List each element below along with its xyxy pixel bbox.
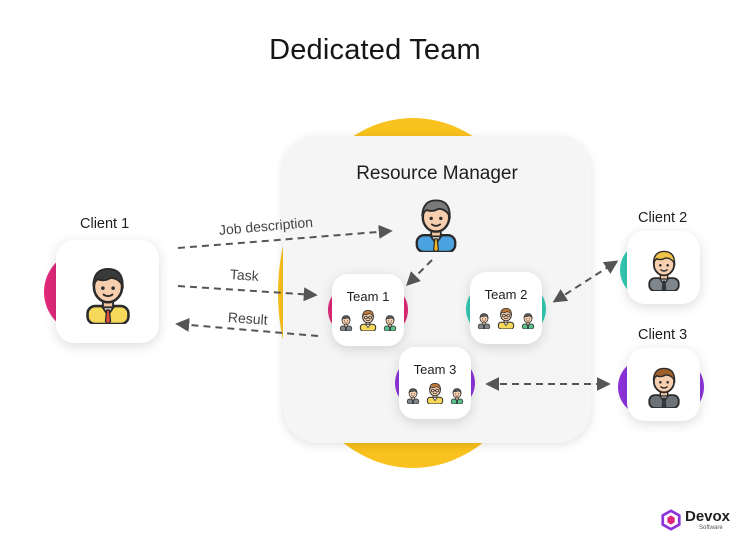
team-3-label: Team 3 [413,362,457,377]
logo-name: Devox [685,508,731,525]
logo-sub: Software [699,525,723,531]
arrow-job-description [177,224,393,249]
team-3-card[interactable]: Team 3 [399,347,471,419]
diagram-title: Dedicated Team [269,34,481,66]
client-1-label: Client 1 [80,216,130,232]
devox-logo-icon [661,509,681,531]
devox-logo: Devox Software [660,509,730,531]
arrow-task [177,285,318,302]
team-2-card[interactable]: Team 2 [470,272,542,344]
client-1-card[interactable] [56,240,159,343]
team-2-label: Team 2 [484,287,528,302]
team-1-card[interactable]: Team 1 [332,274,404,346]
team-1-label: Team 1 [346,289,390,304]
resource-manager-label: Resource Manager [356,163,518,184]
client-3-card[interactable] [627,348,700,421]
client-2-card[interactable] [627,231,700,304]
arrow-manager-to-team-1 [406,259,433,286]
result-label: Result [227,309,269,328]
client-2-label: Client 2 [638,210,688,226]
arrow-team-2-client-2 [552,260,619,303]
client-3-label: Client 3 [638,327,688,343]
task-label: Task [229,266,260,284]
